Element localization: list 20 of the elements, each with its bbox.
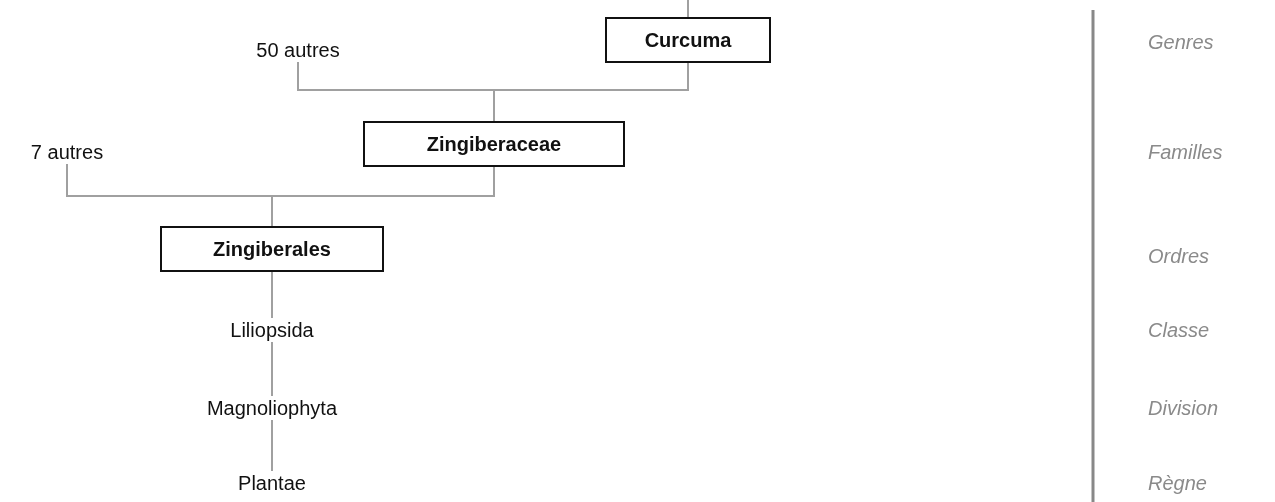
taxon-box: Curcuma — [605, 17, 771, 63]
rank-label: Genres — [1148, 30, 1214, 54]
taxon-label: Liliopsida — [230, 318, 314, 342]
taxon-label: Magnoliophyta — [206, 396, 338, 420]
tree-branch-line — [687, 0, 689, 18]
rank-label: Division — [1148, 396, 1219, 420]
tree-branch-line — [271, 419, 273, 472]
rank-label: Règne — [1148, 471, 1207, 495]
rank-label: Familles — [1148, 140, 1223, 164]
tree-branch-line — [493, 62, 689, 122]
tree-branch-line — [271, 271, 273, 319]
rank-label: Ordres — [1148, 244, 1210, 268]
tree-branch-line — [271, 341, 273, 397]
taxon-label: 50 autres — [256, 38, 340, 62]
tree-branch-line — [271, 166, 495, 227]
taxon-label: 7 autres — [30, 140, 104, 164]
taxon-label: Plantae — [238, 471, 306, 495]
taxon-box: Zingiberales — [160, 226, 384, 272]
taxon-box: Zingiberaceae — [363, 121, 625, 167]
rank-label: Classe — [1148, 318, 1210, 342]
